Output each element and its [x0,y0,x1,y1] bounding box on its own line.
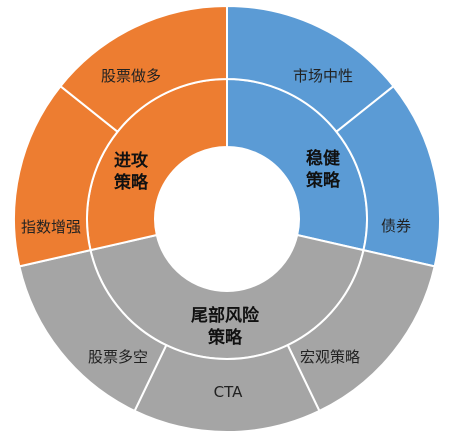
outer-label-0: 市场中性 [293,67,353,85]
outer-segment-6 [59,4,228,134]
inner-label-stable-line-1: 策略 [306,170,341,191]
outer-label-6: 股票做多 [101,67,161,85]
outer-label-1: 债券 [381,217,411,235]
outer-label-4: 股票多空 [88,348,148,366]
inner-label-offense-line-0: 进攻 [114,150,149,171]
inner-label-tail-line-0: 尾部风险 [191,305,260,326]
inner-label-stable-line-0: 稳健 [306,148,340,169]
chart-segments [13,4,441,433]
inner-label-offense-line-1: 策略 [114,172,149,193]
outer-label-5: 指数增强 [21,218,81,236]
outer-label-3: CTA [214,383,243,401]
inner-label-tail-line-1: 策略 [208,327,243,348]
outer-label-2: 宏观策略 [300,348,360,366]
